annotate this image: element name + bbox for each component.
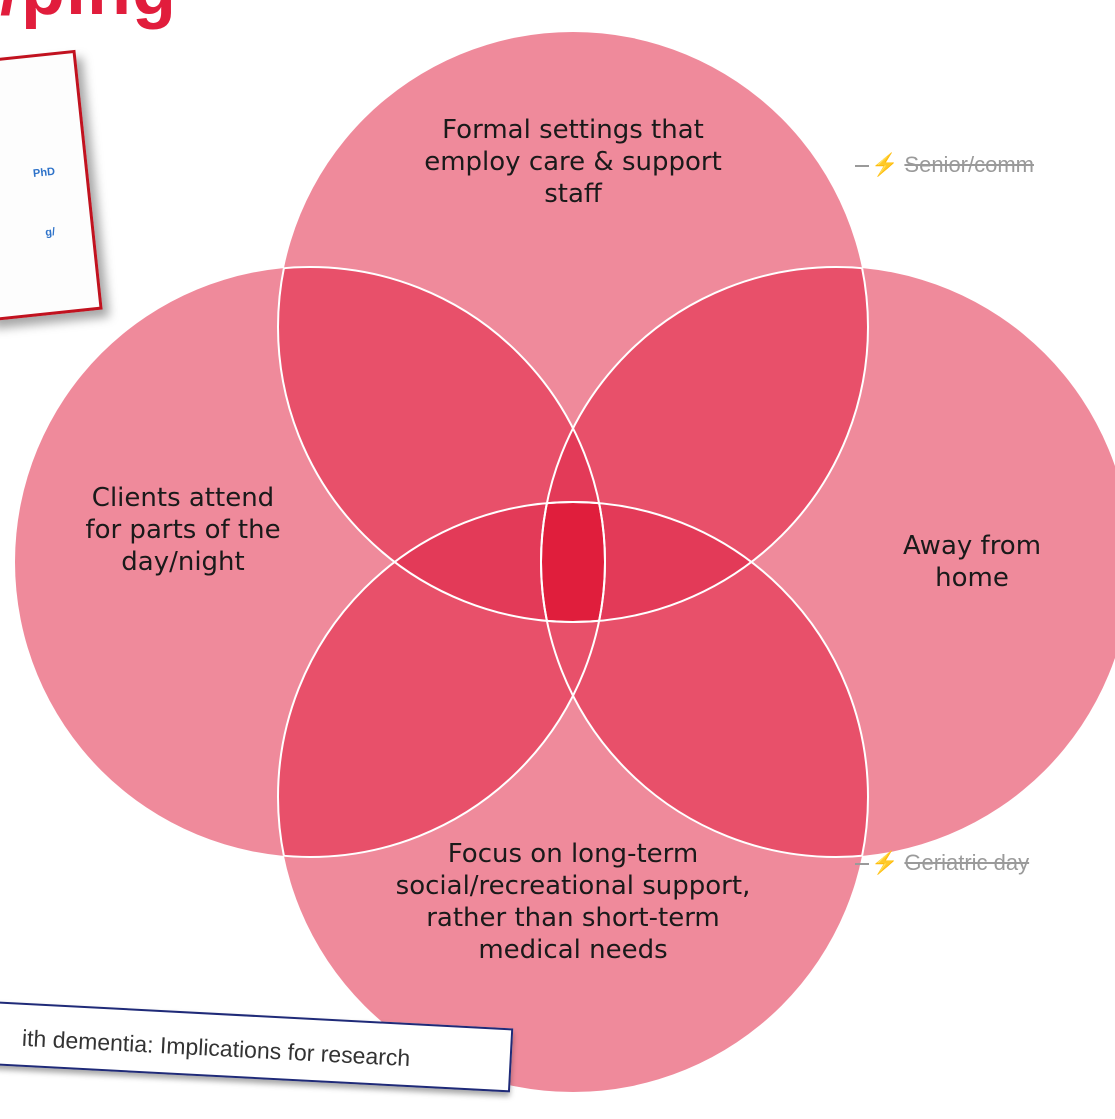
outline-top-in-right [541,267,869,623]
side-note-bottom-text: Geriatric day [904,850,1030,875]
outline-right-in-bottom [540,502,868,858]
venn-label-left: Clients attend for parts of the day/nigh… [85,483,281,577]
side-note-top-text: Senior/comm [904,152,1034,177]
side-note-bottom: ⚡Geriatric day [855,850,1029,876]
dash-icon [855,863,869,866]
lightning-bolt-icon: ⚡ [871,850,899,875]
venn-label-right: Away from home [902,531,1042,593]
slide-title: /ping [0,0,177,26]
outline-bottom-in-right [541,501,869,857]
outline-left-in-bottom [278,502,606,858]
venn-label-top: Formal settings that employ care & suppo… [424,115,722,209]
dash-icon [855,165,869,168]
lightning-bolt-icon: ⚡ [871,152,899,177]
citation-text: ith dementia: Implications for research [21,1024,411,1072]
side-note-top: ⚡Senior/comm [855,152,1034,178]
venn-label-bottom: Focus on long-term social/recreational s… [395,839,751,965]
